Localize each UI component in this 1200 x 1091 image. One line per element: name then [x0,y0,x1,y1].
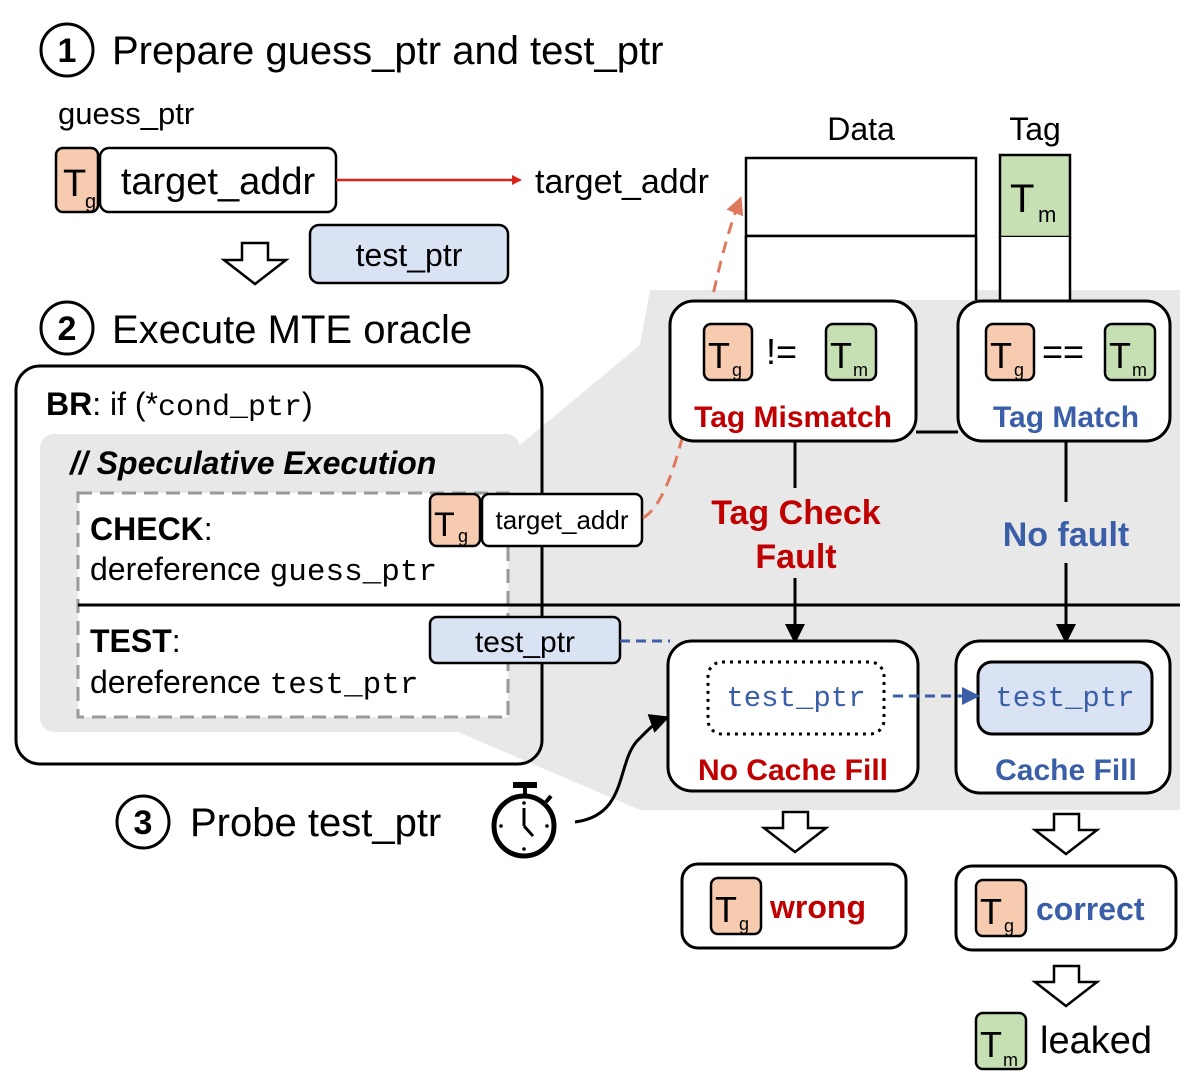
svg-text:g: g [85,191,96,213]
svg-text:g: g [732,360,742,380]
down-arrow-icon [760,810,830,854]
tag-array: T m [998,153,1072,300]
leaked-label: leaked [1040,1020,1152,1062]
tag-check-fault-label: Tag Check [711,494,881,532]
guess-ptr-target-addr: target_addr [98,146,338,214]
check-label: CHECK: [90,511,213,547]
check-text: dereference guess_ptr [90,551,437,590]
step3-number-circle [115,794,171,850]
svg-text:T: T [708,335,730,376]
svg-text:T: T [63,163,86,205]
svg-text:m: m [1038,202,1056,227]
down-arrow-icon [220,241,290,286]
step1-number-circle [39,22,95,78]
svg-text:m: m [1132,360,1147,380]
check-ptr-tag-g: T g [428,492,482,548]
data-array [744,156,978,300]
test-ptr-box: test_ptr [308,223,510,285]
svg-text:g: g [458,526,468,546]
svg-text:g: g [1004,916,1014,936]
step3-title: Probe test_ptr [190,801,441,845]
svg-text:test_ptr: test_ptr [726,682,865,715]
svg-text:T: T [434,506,455,544]
fault-label: Fault [755,538,836,576]
data-header: Data [827,111,895,147]
tag-header: Tag [1009,111,1061,147]
svg-text:target_addr: target_addr [121,161,316,203]
svg-text:test_ptr: test_ptr [995,682,1134,715]
stopwatch-icon [491,782,557,859]
svg-text:T: T [980,1024,1002,1065]
svg-text:T: T [980,891,1002,932]
step3-number: 3 [134,804,153,842]
svg-text:T: T [990,335,1012,376]
step1-heading: 1 Prepare guess_ptr and test_ptr [39,22,663,78]
br-line: BR: if (*cond_ptr) [46,386,313,425]
speculative-title: // Speculative Execution [68,445,436,481]
wrong-result-box: T g wrong [680,862,908,950]
correct-result-box: T g correct [954,864,1178,952]
step2-heading: 2 Execute MTE oracle [39,300,472,356]
memory-target-addr-label: target_addr [535,163,709,201]
cache-fill-label: Cache Fill [995,754,1137,787]
tag-match-box: T g == T m Tag Match [956,299,1172,443]
svg-text:!=: != [766,331,797,372]
step1-title: Prepare guess_ptr and test_ptr [112,29,663,73]
guess-ptr-tag-g: T g [54,146,100,214]
probe-arrow [574,714,670,824]
down-arrow-icon [1031,812,1101,856]
no-fault-label: No fault [1003,516,1130,554]
cache-fill-box: test_ptr Cache Fill [954,639,1172,795]
guess-ptr-label: guess_ptr [58,96,194,131]
svg-text:T: T [1109,335,1131,376]
tag-mismatch-label: Tag Mismatch [694,401,892,434]
step2-number-circle [39,300,95,356]
svg-text:test_ptr: test_ptr [356,237,463,273]
step2-title: Execute MTE oracle [112,308,472,352]
tag-match-label: Tag Match [993,401,1139,434]
svg-text:m: m [853,360,868,380]
wrong-label: wrong [769,889,866,925]
svg-text:target_addr: target_addr [496,505,629,535]
svg-text:g: g [1014,360,1024,380]
down-arrow-icon [1031,964,1101,1008]
no-cache-fill-label: No Cache Fill [698,754,888,787]
check-ptr-target-addr: target_addr [480,492,644,548]
svg-text:==: == [1042,331,1084,372]
svg-text:m: m [1003,1050,1018,1070]
svg-text:T: T [1010,177,1034,221]
test-label: TEST: [90,623,181,659]
test-ptr-inline: test_ptr [428,615,622,665]
test-text: dereference test_ptr [90,664,419,703]
svg-text:test_ptr: test_ptr [475,626,575,659]
svg-text:T: T [715,889,737,930]
correct-label: correct [1036,891,1145,927]
step1-number: 1 [58,32,77,70]
step3-heading: 3 Probe test_ptr [115,794,441,850]
step2-number: 2 [58,310,77,348]
svg-text:T: T [830,335,852,376]
svg-text:g: g [739,914,749,934]
tag-mismatch-box: T g != T m Tag Mismatch [668,299,918,443]
leaked-result: T m leaked [974,1011,1152,1071]
no-cache-fill-box: test_ptr No Cache Fill [666,639,920,793]
